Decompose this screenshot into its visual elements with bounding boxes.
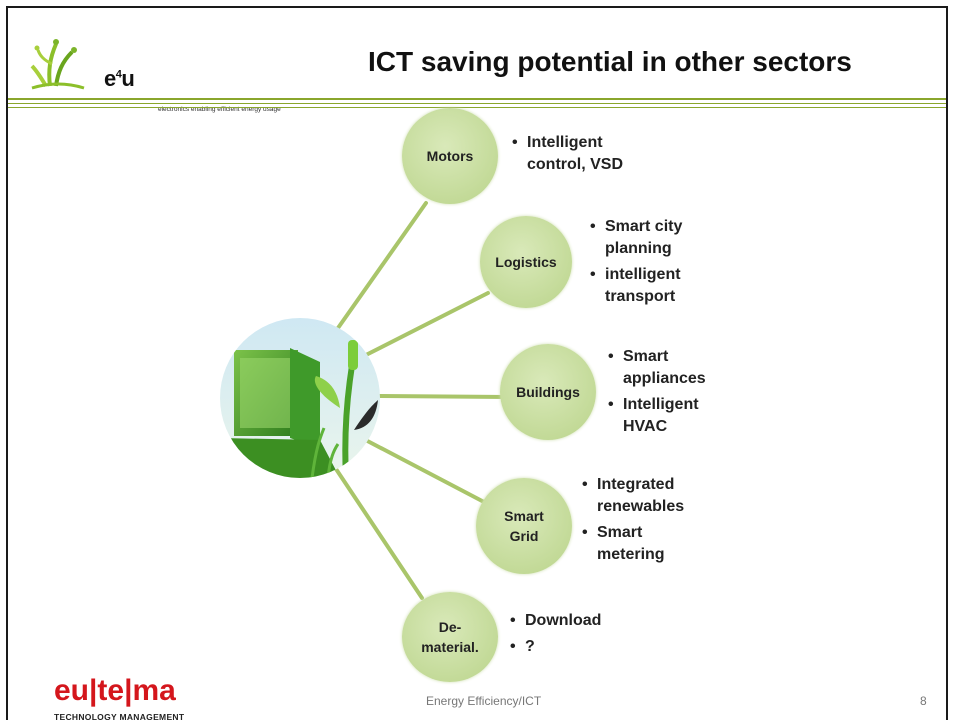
node-label: Buildings xyxy=(516,384,580,400)
bullet-item: Smart appliances xyxy=(608,346,728,390)
brand-name: e4u xyxy=(104,66,135,91)
bullets-buildings: Smart appliances Intelligent HVAC xyxy=(608,346,728,438)
node-motors: Motors xyxy=(402,108,498,204)
node-label: De-material. xyxy=(421,619,479,655)
connector-motors xyxy=(336,201,428,330)
node-smart-grid: Smart Grid xyxy=(476,478,572,574)
bullets-logistics: Smart city planning intelligent transpor… xyxy=(590,216,710,308)
brand-tagline: electronics enabling efficient energy us… xyxy=(158,106,281,113)
bullets-smart-grid: Integrated renewables Smart metering xyxy=(582,474,712,566)
bullet-item: Download xyxy=(510,610,630,632)
node-buildings: Buildings xyxy=(500,344,596,440)
slide-title: ICT saving potential in other sectors xyxy=(368,46,852,77)
page-number: 8 xyxy=(920,694,927,708)
node-label: Logistics xyxy=(495,254,557,270)
bullets-dematerial: Download ? xyxy=(510,610,630,658)
node-logistics: Logistics xyxy=(480,216,572,308)
node-label: Motors xyxy=(426,148,474,164)
node-dematerial: De-material. xyxy=(402,592,498,682)
connector-dematerial xyxy=(330,461,424,600)
connector-buildings xyxy=(372,394,510,399)
bullet-item: Intelligent HVAC xyxy=(608,394,728,438)
green-computer-icon xyxy=(220,318,380,478)
node-label: Smart Grid xyxy=(504,508,544,544)
connector-logistics xyxy=(358,291,490,360)
bullet-item: intelligent transport xyxy=(590,264,710,308)
connector-lines xyxy=(330,201,510,600)
header-divider-thin xyxy=(8,103,946,104)
header-divider-thin xyxy=(8,107,946,108)
eutema-tagline: TECHNOLOGY MANAGEMENT xyxy=(54,712,185,722)
bullet-item: ? xyxy=(510,636,630,658)
header-divider xyxy=(8,98,946,100)
footer-text: Energy Efficiency/ICT xyxy=(426,694,542,708)
ict-hub-image xyxy=(220,318,380,478)
slide: e4u electronics enabling efficient energ… xyxy=(6,6,948,722)
bullet-item: Intelligent control, VSD xyxy=(512,132,642,176)
e4u-logo: e4u electronics enabling efficient energ… xyxy=(28,26,318,113)
bullet-item: Smart metering xyxy=(582,522,712,566)
bullets-motors: Intelligent control, VSD xyxy=(512,132,642,176)
connector-smart-grid xyxy=(356,434,486,504)
bullet-item: Integrated renewables xyxy=(582,474,712,518)
eutema-logo: eu|te|ma xyxy=(54,674,176,707)
plant-logo-icon xyxy=(30,39,85,90)
bullet-item: Smart city planning xyxy=(590,216,710,260)
